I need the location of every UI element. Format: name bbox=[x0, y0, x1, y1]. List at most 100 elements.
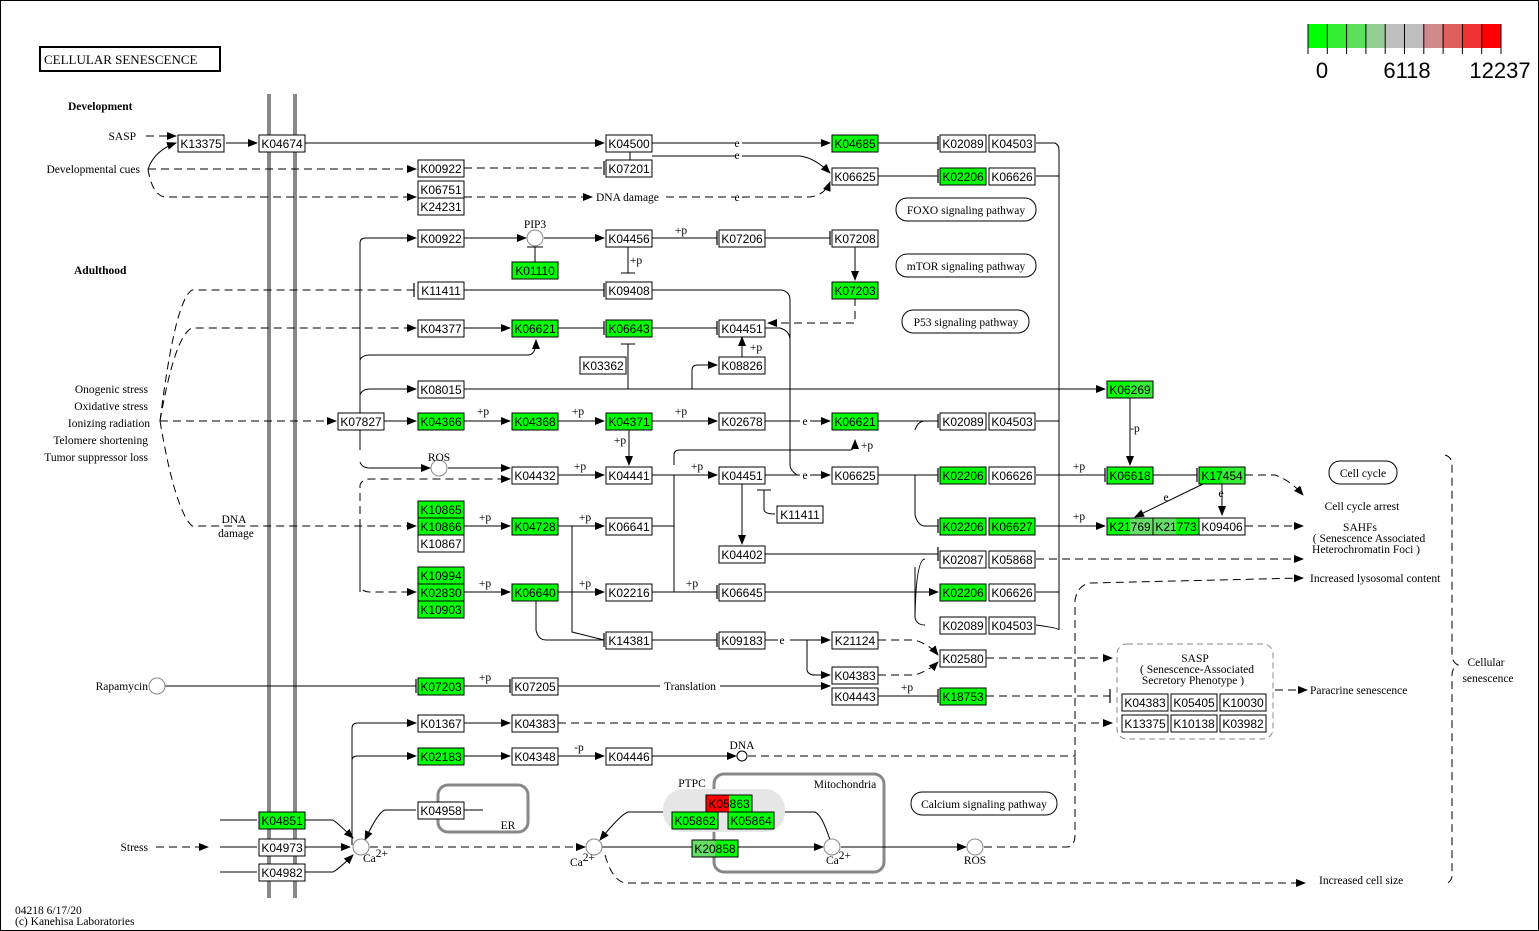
node-label[interactable]: K04500 bbox=[608, 137, 650, 151]
gene-node-k08015[interactable]: K08015 bbox=[417, 380, 465, 399]
gene-node-k04432[interactable]: K04432 bbox=[511, 466, 559, 485]
node-label[interactable]: K06643 bbox=[608, 322, 650, 336]
node-label[interactable]: K24231 bbox=[420, 200, 462, 214]
node-label[interactable]: K07206 bbox=[721, 232, 763, 246]
gene-node-k04368[interactable]: K04368 bbox=[511, 412, 559, 431]
gene-node-k04383[interactable]: K04383 bbox=[831, 666, 879, 685]
gene-node-k02206[interactable]: K02206 bbox=[939, 583, 987, 602]
node-label[interactable]: K02206 bbox=[942, 586, 984, 600]
node-label[interactable]: K10903 bbox=[420, 603, 462, 617]
gene-node-k04958[interactable]: K04958 bbox=[417, 801, 465, 820]
gene-node-k06618[interactable]: K06618 bbox=[1106, 466, 1154, 485]
node-label[interactable]: K08015 bbox=[420, 383, 462, 397]
gene-node-k06640[interactable]: K06640 bbox=[511, 583, 559, 602]
node-label[interactable]: K02089 bbox=[942, 137, 984, 151]
gene-node-k04443[interactable]: K04443 bbox=[831, 687, 879, 706]
gene-node-k00922[interactable]: K00922 bbox=[417, 229, 465, 248]
gene-node-k02183[interactable]: K02183 bbox=[417, 747, 465, 766]
gene-node-k04371[interactable]: K04371 bbox=[605, 412, 653, 431]
node-label[interactable]: K05405 bbox=[1173, 696, 1215, 710]
node-label[interactable]: K04503 bbox=[991, 619, 1033, 633]
gene-node-k04451[interactable]: K04451 bbox=[718, 466, 766, 485]
gene-node-k07208[interactable]: K07208 bbox=[831, 229, 879, 248]
gene-node-k04674[interactable]: K04674 bbox=[258, 134, 306, 153]
node-label[interactable]: K10030 bbox=[1222, 696, 1264, 710]
node-label[interactable]: K02830 bbox=[420, 586, 462, 600]
node-label[interactable]: K06626 bbox=[991, 170, 1033, 184]
gene-node-k02216[interactable]: K02216 bbox=[605, 583, 653, 602]
svg-text:FOXO signaling pathway[interactable]: FOXO signaling pathway bbox=[907, 205, 1025, 217]
node-label[interactable]: K21769 bbox=[1109, 520, 1151, 534]
node-label[interactable]: K10865 bbox=[420, 503, 462, 517]
node-label[interactable]: K07203 bbox=[834, 284, 876, 298]
node-label[interactable]: K06640 bbox=[514, 586, 556, 600]
gene-node-k17454[interactable]: K17454 bbox=[1198, 466, 1246, 485]
node-label[interactable]: K10866 bbox=[420, 520, 462, 534]
gene-node-k02206[interactable]: K02206 bbox=[939, 466, 987, 485]
node-label[interactable]: K09408 bbox=[608, 284, 650, 298]
gene-node-k02580[interactable]: K02580 bbox=[939, 649, 987, 668]
gene-node-k05864[interactable]: K05864 bbox=[727, 811, 775, 830]
gene-node-k02830[interactable]: K02830 bbox=[417, 583, 465, 602]
gene-node-k04503[interactable]: K04503 bbox=[988, 412, 1036, 431]
gene-node-k10867[interactable]: K10867 bbox=[417, 534, 465, 553]
gene-node-k06626[interactable]: K06626 bbox=[988, 167, 1036, 186]
node-label[interactable]: K04456 bbox=[608, 232, 650, 246]
gene-node-k04402[interactable]: K04402 bbox=[718, 545, 766, 564]
gene-node-k24231[interactable]: K24231 bbox=[417, 197, 465, 216]
compound-ros-1[interactable] bbox=[430, 459, 448, 477]
gene-node-k04982[interactable]: K04982 bbox=[258, 863, 306, 882]
node-label[interactable]: K04371 bbox=[608, 415, 650, 429]
svg-text:mTOR signaling pathway[interactable]: mTOR signaling pathway bbox=[907, 261, 1026, 273]
node-label[interactable]: K03362 bbox=[582, 359, 624, 373]
gene-node-k07203[interactable]: K07203 bbox=[831, 281, 879, 300]
gene-node-k11411[interactable]: K11411 bbox=[417, 281, 465, 300]
gene-node-k06627[interactable]: K06627 bbox=[988, 517, 1036, 536]
node-label[interactable]: K07201 bbox=[608, 162, 650, 176]
gene-node-k21773[interactable]: K21773 bbox=[1152, 517, 1200, 536]
gene-node-k10865[interactable]: K10865 bbox=[417, 500, 465, 519]
gene-node-k08826[interactable]: K08826 bbox=[718, 356, 766, 375]
gene-node-k20858[interactable]: K20858 bbox=[691, 839, 739, 858]
pathway-link-mtor[interactable]: mTOR signaling pathway bbox=[895, 253, 1037, 278]
gene-node-k06621[interactable]: K06621 bbox=[511, 319, 559, 338]
gene-node-k07206[interactable]: K07206 bbox=[718, 229, 766, 248]
gene-node-k10994[interactable]: K10994 bbox=[417, 566, 465, 585]
node-label[interactable]: K02206 bbox=[942, 520, 984, 534]
svg-text:Calcium signaling pathway[interactable]: Calcium signaling pathway bbox=[921, 799, 1047, 811]
gene-node-k04446[interactable]: K04446 bbox=[605, 747, 653, 766]
svg-text:Cell cycle[interactable]: Cell cycle bbox=[1340, 468, 1386, 480]
node-label[interactable]: K09183 bbox=[721, 634, 763, 648]
gene-node-k04348[interactable]: K04348 bbox=[511, 747, 559, 766]
gene-node-k07827[interactable]: K07827 bbox=[337, 412, 385, 431]
gene-node-k06751[interactable]: K06751 bbox=[417, 180, 465, 199]
gene-node-k04973[interactable]: K04973 bbox=[258, 838, 306, 857]
node-label[interactable]: K04674 bbox=[261, 137, 303, 151]
gene-node-k06626[interactable]: K06626 bbox=[988, 466, 1036, 485]
compound-dna[interactable] bbox=[736, 750, 748, 762]
node-label[interactable]: K04982 bbox=[261, 866, 303, 880]
gene-node-k04503[interactable]: K04503 bbox=[988, 616, 1036, 635]
svg-text:P53 signaling pathway[interactable]: P53 signaling pathway bbox=[914, 317, 1019, 329]
gene-node-k09406[interactable]: K09406 bbox=[1198, 517, 1246, 536]
gene-node-k04441[interactable]: K04441 bbox=[605, 466, 653, 485]
gene-node-k21769[interactable]: K21769 bbox=[1106, 517, 1154, 536]
node-label[interactable]: K06645 bbox=[721, 586, 763, 600]
pathway-link-p53[interactable]: P53 signaling pathway bbox=[901, 309, 1030, 334]
gene-node-k04685[interactable]: K04685 bbox=[831, 134, 879, 153]
gene-node-k03362[interactable]: K03362 bbox=[579, 356, 627, 375]
node-label[interactable]: K03982 bbox=[1222, 717, 1264, 731]
node-label[interactable]: K14381 bbox=[608, 634, 650, 648]
gene-node-k02089[interactable]: K02089 bbox=[939, 412, 987, 431]
node-label[interactable]: K21773 bbox=[1155, 520, 1197, 534]
compound-ca-3[interactable] bbox=[823, 838, 841, 856]
gene-node-k11411[interactable]: K11411 bbox=[776, 505, 824, 524]
node-label[interactable]: K04851 bbox=[261, 814, 303, 828]
gene-node-k13375[interactable]: K13375 bbox=[177, 134, 225, 153]
node-label[interactable]: K02206 bbox=[942, 170, 984, 184]
node-label[interactable]: K20858 bbox=[694, 842, 736, 856]
compound-ca-1[interactable] bbox=[352, 838, 370, 856]
node-label[interactable]: K06751 bbox=[420, 183, 462, 197]
node-label[interactable]: K04973 bbox=[261, 841, 303, 855]
node-label[interactable]: K08826 bbox=[721, 359, 763, 373]
